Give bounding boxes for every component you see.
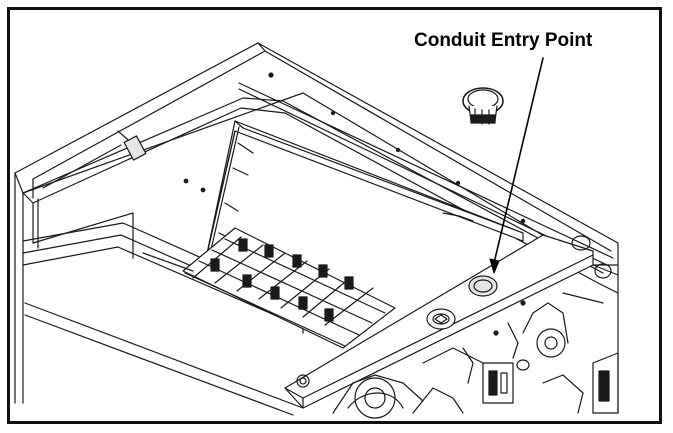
conduit-hole-icon [468, 275, 498, 297]
knockout-hole-icon [426, 308, 456, 330]
internal-components [332, 264, 619, 419]
heating-element-assembly [142, 227, 396, 349]
conduit-holes [426, 235, 612, 371]
figure-frame: Conduit Entry Point [7, 7, 662, 424]
hinged-panel [183, 120, 524, 264]
equipment-drawing [14, 42, 619, 419]
callout-label: Conduit Entry Point [414, 30, 593, 51]
callout-leader [489, 57, 544, 274]
cabinet-top-rim [14, 42, 619, 404]
knockout-plug-icon [462, 87, 504, 125]
